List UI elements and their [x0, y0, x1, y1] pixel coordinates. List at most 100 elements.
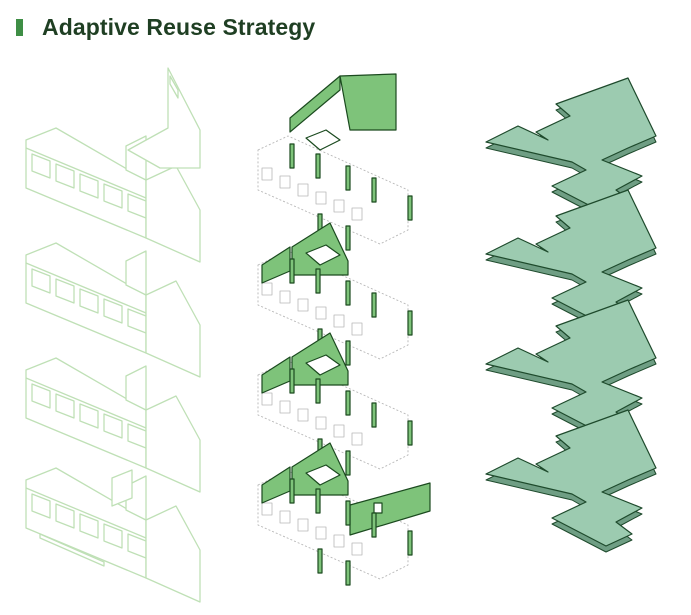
column	[315, 488, 321, 514]
column	[289, 143, 295, 169]
wall-opening	[373, 502, 383, 514]
context-window	[351, 432, 363, 446]
column	[345, 500, 351, 526]
facade-cornice	[25, 377, 147, 429]
column	[407, 195, 413, 221]
context-window	[315, 306, 327, 320]
column	[345, 450, 351, 476]
column	[407, 420, 413, 446]
slab-1	[485, 77, 657, 221]
structure-floor-4	[257, 442, 431, 586]
column	[317, 548, 323, 574]
column	[407, 310, 413, 336]
structure-floor-3	[257, 332, 413, 476]
column	[345, 340, 351, 366]
context-window	[351, 542, 363, 556]
staircase	[305, 129, 341, 151]
window	[31, 153, 51, 179]
context-window	[351, 322, 363, 336]
retained-wall	[261, 466, 291, 504]
staircase	[305, 354, 341, 376]
window	[31, 383, 51, 409]
window	[31, 493, 51, 519]
context-window	[297, 408, 309, 422]
column	[371, 512, 377, 538]
column	[289, 368, 295, 394]
column	[345, 165, 351, 191]
section-marker-icon	[16, 18, 23, 36]
column	[371, 402, 377, 428]
slab-surface	[485, 299, 657, 437]
slab-2	[485, 189, 657, 333]
retained-wall	[261, 356, 291, 394]
context-window	[333, 424, 345, 438]
context-window	[297, 183, 309, 197]
column	[371, 292, 377, 318]
return-wall	[145, 165, 201, 263]
context-window	[261, 282, 273, 296]
window	[55, 503, 75, 529]
slab-3	[485, 299, 657, 443]
column	[289, 258, 295, 284]
page-header: Adaptive Reuse Strategy	[16, 12, 315, 42]
context-window	[333, 534, 345, 548]
slab-surface	[485, 189, 657, 327]
tower-window	[169, 75, 179, 99]
window	[55, 163, 75, 189]
structure-floor-2	[257, 222, 413, 366]
slab-surface	[485, 409, 657, 547]
column	[345, 560, 351, 586]
context-window	[261, 502, 273, 516]
window	[103, 413, 123, 439]
retained-wall	[261, 246, 291, 284]
window	[55, 278, 75, 304]
existing-floor-4	[25, 467, 201, 603]
context-outline	[257, 135, 409, 245]
staircase	[305, 244, 341, 266]
context-window	[261, 392, 273, 406]
context-window	[315, 191, 327, 205]
column	[289, 478, 295, 504]
context-window	[333, 199, 345, 213]
context-window	[315, 526, 327, 540]
context-window	[333, 314, 345, 328]
return-wall	[145, 280, 201, 378]
return-wall	[145, 395, 201, 493]
existing-floor-1	[25, 67, 201, 263]
column	[371, 177, 377, 203]
window	[31, 268, 51, 294]
existing-floor-3	[25, 357, 201, 493]
slab-4	[485, 409, 657, 553]
context-window	[279, 510, 291, 524]
column	[345, 280, 351, 306]
context-window	[351, 207, 363, 221]
column	[315, 153, 321, 179]
context-window	[297, 518, 309, 532]
context-window	[315, 416, 327, 430]
staircase	[305, 464, 341, 486]
context-window	[297, 298, 309, 312]
return-wall	[145, 505, 201, 603]
existing-building-stack	[25, 67, 201, 603]
facade-cornice	[25, 487, 147, 539]
column	[345, 225, 351, 251]
context-window	[279, 175, 291, 189]
retained-wall	[349, 482, 431, 536]
context-window	[279, 400, 291, 414]
retained-structure-stack	[257, 73, 431, 586]
stair-tower	[127, 67, 201, 169]
window	[79, 288, 99, 314]
window	[79, 513, 99, 539]
context-window	[279, 290, 291, 304]
facade-cornice	[25, 262, 147, 314]
entrance-steps	[39, 533, 105, 567]
window	[103, 183, 123, 209]
column	[315, 268, 321, 294]
window	[79, 403, 99, 429]
new-floor-slab-stack	[485, 77, 657, 553]
column	[345, 390, 351, 416]
context-window	[261, 167, 273, 181]
retained-wall	[289, 75, 341, 133]
window	[55, 393, 75, 419]
inner-wall	[125, 365, 147, 411]
